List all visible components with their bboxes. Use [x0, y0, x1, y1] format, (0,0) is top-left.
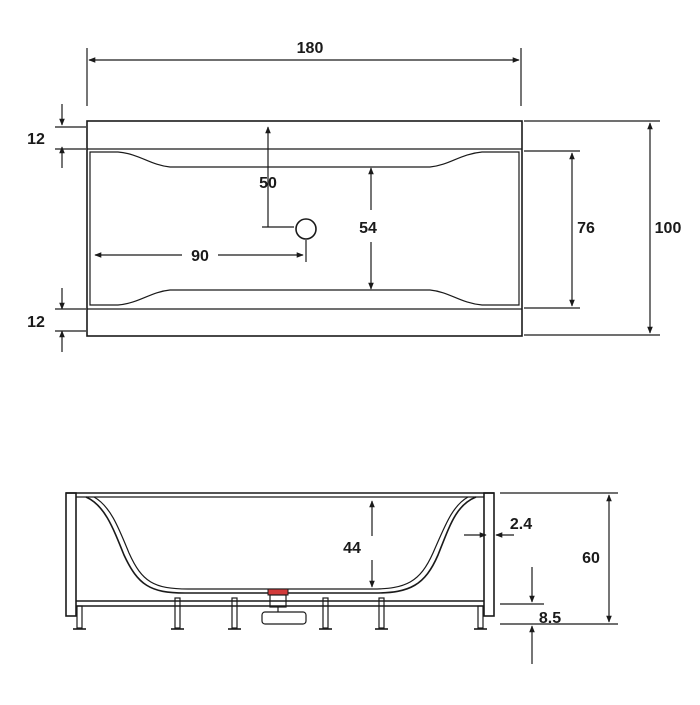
drain-from-top-label: 50: [259, 175, 277, 192]
basin-depth-label: 54: [359, 220, 377, 237]
depth-label: 44: [343, 540, 361, 557]
top-view-outline: [86, 120, 523, 337]
right-side-panel: [483, 492, 495, 617]
support-leg: [477, 605, 484, 629]
basin-shell-outer: [85, 496, 477, 594]
basin-shell-inner: [93, 496, 469, 590]
support-leg: [378, 597, 385, 629]
inner-width-label: 76: [577, 220, 595, 237]
left-side-panel: [65, 492, 77, 617]
side-view: 44 2.4 60 8.5: [65, 492, 618, 664]
support-leg: [76, 605, 83, 629]
top-view: 180 12 12 50 90 54 76 100: [27, 40, 681, 352]
drain-icon: [295, 218, 317, 240]
total-height-label: 60: [582, 550, 600, 567]
siphon-trap: [261, 611, 307, 625]
drain-outlet: [267, 588, 289, 596]
leg-height-label: 8.5: [539, 610, 561, 627]
support-legs: [73, 597, 487, 630]
support-leg: [174, 597, 181, 629]
length-label: 180: [297, 40, 324, 57]
support-leg: [322, 597, 329, 629]
support-leg: [231, 597, 238, 629]
panel-offset-label: 2.4: [510, 516, 532, 533]
drain-siphon-icon: [261, 588, 307, 625]
rim-top-label: 12: [27, 131, 45, 148]
outer-width-label: 100: [655, 220, 682, 237]
drain-from-left-label: 90: [191, 248, 209, 265]
rim-bottom-label: 12: [27, 314, 45, 331]
basin-outline: [89, 151, 520, 306]
